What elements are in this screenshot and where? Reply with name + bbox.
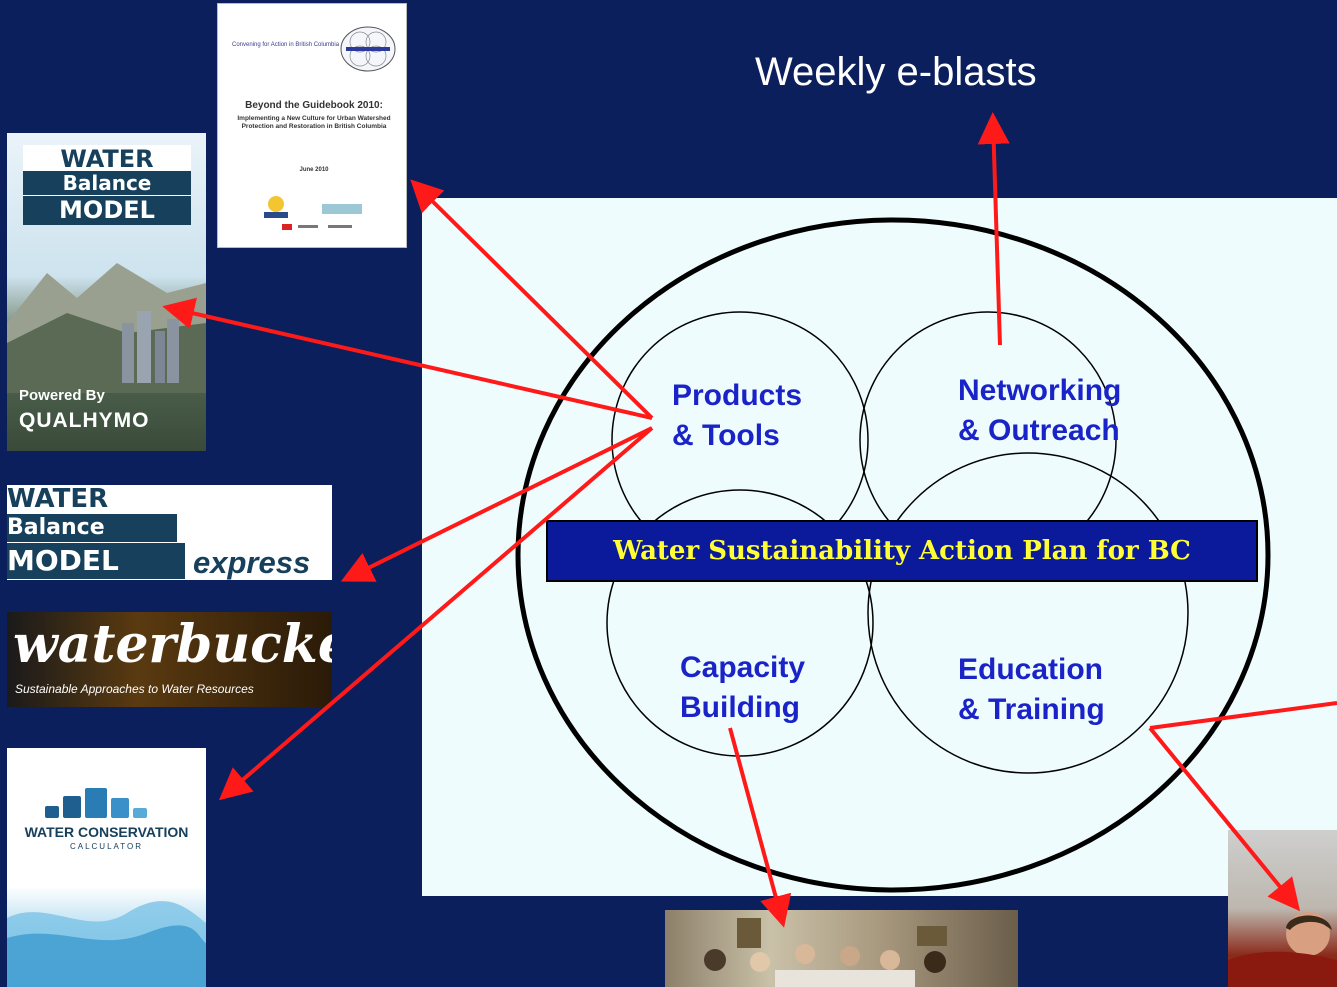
weekly-eblasts-label: Weekly e-blasts <box>755 50 1037 94</box>
water-balance-model-tile[interactable]: WATER Balance MODEL Powered By QUALHYMO <box>7 133 206 451</box>
wbm-line3: MODEL <box>23 196 191 225</box>
meeting-photo-icon <box>704 918 947 987</box>
banner-text: Water Sustainability Action Plan for BC <box>613 536 1191 566</box>
meeting-photo <box>665 910 1018 987</box>
education-training-label: Education & Training <box>958 653 1105 726</box>
wcc-subtitle: CALCULATOR <box>69 842 144 851</box>
guidebook-cover[interactable]: Convening for Action in British Columbia… <box>217 3 407 248</box>
wcc-title: WATER CONSERVATION <box>24 824 189 840</box>
waterbucket-logo: waterbucket <box>13 614 332 675</box>
guidebook-header: Convening for Action in British Columbia <box>232 42 340 48</box>
networking-outreach-label: Networking & Outreach <box>958 374 1122 447</box>
wbm-line1: WATER <box>60 145 154 173</box>
wbm-powered-by: Powered By <box>19 387 105 404</box>
circle-education <box>867 452 1189 774</box>
wbmx-express: express <box>193 545 311 580</box>
guidebook-date: June 2010 <box>299 167 329 173</box>
wbmx-line3: MODEL <box>7 543 185 579</box>
waterbucket-tile[interactable]: waterbucket Sustainable Approaches to Wa… <box>7 612 332 707</box>
products-tools-label: Products & Tools <box>672 379 803 452</box>
mountain-city-icon <box>7 263 206 393</box>
water-splash-icon <box>7 901 206 987</box>
capacity-building-label: Capacity Building <box>680 651 806 724</box>
training-photo-icon <box>1228 912 1337 987</box>
bar-graph-logo-icon <box>45 788 147 818</box>
guidebook-venn-icon <box>340 26 396 72</box>
water-conservation-calculator-tile[interactable]: WATER CONSERVATION CALCULATOR <box>7 748 206 987</box>
wbm-engine: QUALHYMO <box>19 409 150 432</box>
guidebook-title: Beyond the Guidebook 2010: <box>245 100 383 111</box>
waterbucket-tagline: Sustainable Approaches to Water Resource… <box>15 682 254 696</box>
training-photo <box>1228 830 1337 987</box>
sponsor-logos-icon <box>264 196 362 230</box>
wbm-line2: Balance <box>23 171 191 195</box>
guidebook-subtitle: Implementing a New Culture for Urban Wat… <box>237 115 391 130</box>
wbmx-line2: Balance <box>7 514 177 542</box>
wbmx-line1: WATER <box>7 485 109 514</box>
wbm-logo: WATER Balance MODEL <box>23 145 191 225</box>
action-plan-banner: Water Sustainability Action Plan for BC <box>546 520 1258 582</box>
water-balance-express-tile[interactable]: WATER Balance MODEL express <box>7 485 332 580</box>
